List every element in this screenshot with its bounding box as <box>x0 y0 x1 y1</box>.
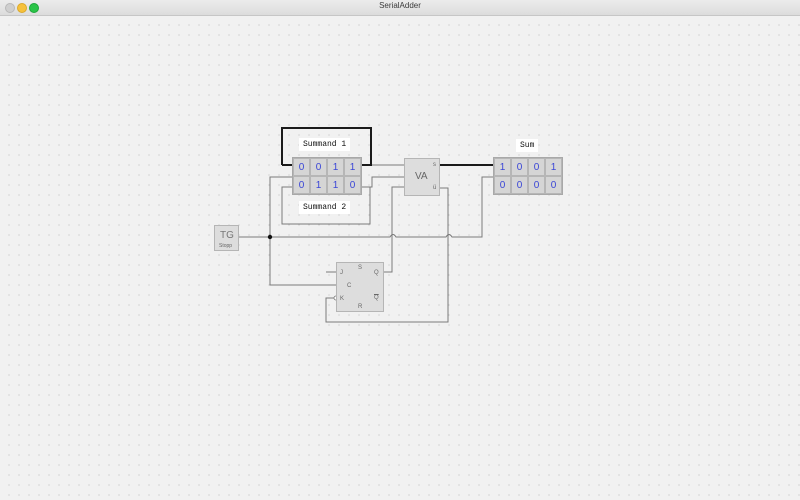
label-summand-2[interactable]: Summand 2 <box>299 201 351 214</box>
sum-bit[interactable]: 1 <box>545 158 562 176</box>
window-title: SerialAdder <box>379 1 421 10</box>
title-bar: SerialAdder <box>0 0 800 16</box>
summand-bit[interactable]: 1 <box>344 158 361 176</box>
clock-wire-summand <box>269 176 292 237</box>
summand-bit[interactable]: 1 <box>310 176 327 194</box>
summand-bit[interactable]: 1 <box>327 158 344 176</box>
clock-wire-flipflop <box>269 237 336 286</box>
ff-pin-j: J <box>340 270 343 276</box>
sum-bit[interactable]: 0 <box>528 176 545 194</box>
sum-bit[interactable]: 0 <box>545 176 562 194</box>
jk-flipflop[interactable]: J C K S R Q Q <box>336 262 384 312</box>
junction-dot <box>267 234 273 240</box>
label-sum[interactable]: Sum <box>516 139 539 152</box>
adder-pin-u: ü <box>433 185 437 191</box>
sum-bit[interactable]: 0 <box>511 158 528 176</box>
close-button[interactable] <box>5 3 15 13</box>
sum-bit[interactable]: 0 <box>494 176 511 194</box>
sum-register[interactable]: 1 0 0 1 0 0 0 0 <box>493 157 563 195</box>
adder-label: VA <box>415 171 428 182</box>
wire-b <box>360 176 404 188</box>
minimize-button[interactable] <box>17 3 27 13</box>
adder-pin-s: s <box>433 162 436 168</box>
zoom-button[interactable] <box>29 3 39 13</box>
ff-pin-qbar: Q <box>374 295 379 301</box>
wire-q-carry-in <box>382 186 404 273</box>
circuit-canvas[interactable] <box>0 16 800 500</box>
summand-bit[interactable]: 0 <box>310 158 327 176</box>
sum-bit[interactable]: 0 <box>511 176 528 194</box>
timer-generator[interactable]: TG Stopp <box>214 225 239 251</box>
summand-bit[interactable]: 0 <box>293 158 310 176</box>
clock-wire-sum <box>238 176 493 238</box>
sum-bit[interactable]: 1 <box>494 158 511 176</box>
ff-pin-s: S <box>358 265 363 271</box>
wire-feedback-2 <box>281 186 371 225</box>
summand-bit[interactable]: 1 <box>327 176 344 194</box>
timer-label: TG <box>220 230 234 241</box>
feedback-bus-1 <box>281 127 372 166</box>
ff-pin-c: C <box>347 283 352 289</box>
summand-bit[interactable]: 0 <box>293 176 310 194</box>
ff-pin-q: Q <box>374 270 379 276</box>
ff-pin-r: R <box>358 304 363 310</box>
sum-bit[interactable]: 0 <box>528 158 545 176</box>
full-adder[interactable]: VA s ü <box>404 158 440 196</box>
ff-pin-k: K <box>340 296 345 302</box>
summand-bit[interactable]: 0 <box>344 176 361 194</box>
label-summand-1[interactable]: Summand 1 <box>299 138 351 151</box>
wire-carry-k <box>325 187 449 323</box>
summand-register[interactable]: 0 0 1 1 0 1 1 0 <box>292 157 362 195</box>
timer-stop-label[interactable]: Stopp <box>219 243 233 249</box>
